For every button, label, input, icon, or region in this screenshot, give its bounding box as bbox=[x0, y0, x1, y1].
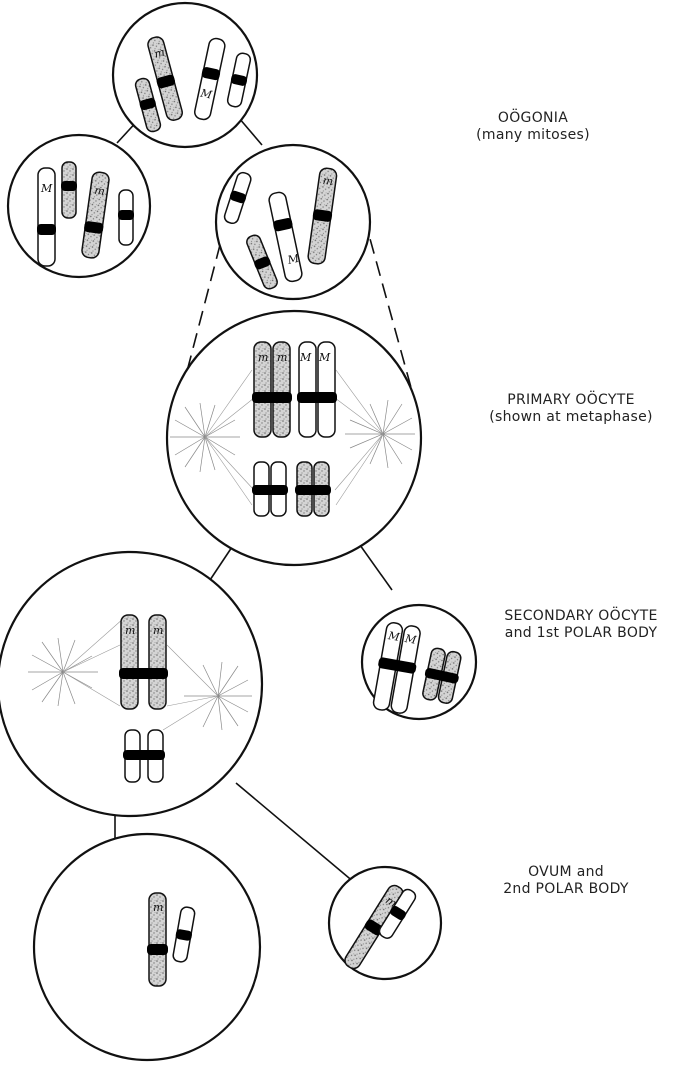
label-oogonia: OÖGONIA (many mitoses) bbox=[418, 110, 648, 144]
dyad-short-dark bbox=[422, 647, 462, 704]
first-polar-body-cell: M M bbox=[360, 603, 478, 721]
tetrad-short-dark bbox=[295, 461, 331, 517]
oogonium-left-cell: M m bbox=[6, 133, 152, 279]
chromosome-long-m: m bbox=[81, 171, 110, 259]
svg-text:M: M bbox=[403, 632, 418, 647]
dyad-short-white bbox=[123, 729, 165, 783]
chromosome-long-m: m bbox=[307, 167, 338, 265]
line-oogonium-to-right bbox=[238, 117, 263, 146]
spindle-aster-right bbox=[184, 661, 252, 731]
chromosome-short-dark bbox=[246, 234, 278, 290]
secondary-oocyte-cell: m m bbox=[0, 550, 264, 818]
label-primary-title: PRIMARY OÖCYTE bbox=[507, 392, 635, 408]
label-ovum-title: OVUM and bbox=[528, 864, 604, 880]
label-ovum-sub: 2nd POLAR BODY bbox=[503, 881, 629, 897]
mark-M: M bbox=[198, 86, 213, 101]
spindle-fibers bbox=[62, 617, 219, 731]
dyad-long-paternal: M M bbox=[372, 622, 421, 714]
svg-text:m: m bbox=[94, 184, 106, 198]
label-ovum: OVUM and 2nd POLAR BODY bbox=[451, 864, 681, 898]
label-primary-oocyte: PRIMARY OÖCYTE (shown at metaphase) bbox=[456, 392, 686, 426]
chromosome-long-m: m bbox=[147, 36, 183, 121]
svg-text:m: m bbox=[153, 624, 163, 637]
svg-text:m: m bbox=[277, 351, 287, 364]
label-oogonia-title: OÖGONIA bbox=[497, 110, 569, 126]
svg-text:M: M bbox=[386, 629, 401, 644]
svg-text:M: M bbox=[40, 182, 53, 195]
tetrad-short-white bbox=[252, 461, 288, 517]
chromosome-short-dark bbox=[134, 77, 162, 133]
spindle-aster-right bbox=[345, 399, 415, 469]
oogonium-top-cell: m M bbox=[111, 1, 259, 149]
chromosome-long-m: m bbox=[147, 892, 168, 987]
tetrad-long-paternal: M M bbox=[297, 341, 337, 438]
mark-m: m bbox=[153, 46, 166, 61]
ovum-cell: m bbox=[32, 832, 262, 1062]
chromosome-long-M: M bbox=[193, 37, 226, 121]
label-secondary-title: SECONDARY OÖCYTE bbox=[504, 608, 658, 624]
svg-text:M: M bbox=[318, 351, 331, 364]
label-oogonia-sub: (many mitoses) bbox=[476, 127, 590, 143]
spindle-aster-left bbox=[170, 402, 240, 473]
second-polar-body-cell: m bbox=[327, 865, 443, 981]
chromosome-short-white bbox=[172, 906, 196, 963]
primary-oocyte-cell: m m M M bbox=[165, 309, 423, 567]
svg-text:m: m bbox=[153, 901, 163, 914]
chromosome-short-white bbox=[378, 888, 417, 939]
oogonium-right-cell: M m bbox=[214, 143, 372, 301]
tetrad-long-maternal: m m bbox=[252, 341, 292, 438]
label-primary-sub: (shown at metaphase) bbox=[489, 409, 653, 425]
svg-text:m: m bbox=[322, 174, 334, 188]
svg-text:M: M bbox=[286, 252, 301, 267]
label-secondary-oocyte: SECONDARY OÖCYTE and 1st POLAR BODY bbox=[466, 608, 696, 642]
chromosome-long-M: M bbox=[37, 167, 56, 267]
dyad-long-maternal: m m bbox=[119, 614, 168, 710]
chromosome-short-white bbox=[118, 189, 134, 246]
chromosome-long-M: M bbox=[268, 191, 303, 283]
label-secondary-sub: and 1st POLAR BODY bbox=[504, 625, 658, 641]
svg-text:M: M bbox=[299, 351, 312, 364]
chromosome-short-white bbox=[223, 171, 252, 225]
chromosome-short-dark bbox=[61, 161, 77, 219]
svg-text:m: m bbox=[125, 624, 135, 637]
spindle-fibers bbox=[204, 369, 384, 506]
line-secondary-to-polar2 bbox=[235, 782, 356, 884]
svg-text:m: m bbox=[258, 351, 268, 364]
chromosome-short-white bbox=[226, 52, 252, 108]
